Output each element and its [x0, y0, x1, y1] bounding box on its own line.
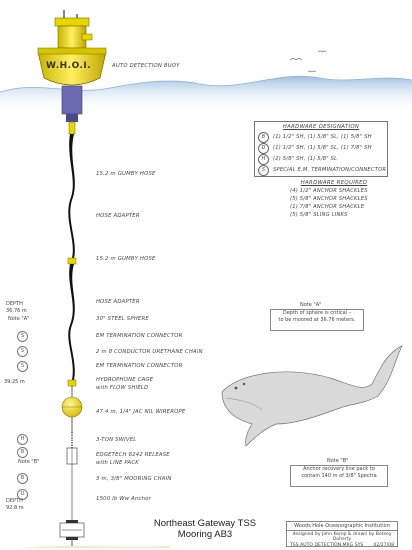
hardware-required-title: HARDWARE REQUIRED — [300, 180, 368, 186]
hardware-marker: D — [17, 489, 28, 500]
component-label: 2 m 8 CONDUCTOR URETHANE CHAIN — [96, 349, 203, 355]
buoy-caption: AUTO DETECTION BUOY — [112, 63, 180, 69]
component-label: 15.2 m GUMBY HOSE — [96, 256, 156, 262]
hardware-marker: B — [17, 473, 28, 484]
hardware-marker: B — [17, 447, 28, 458]
credit-ref: TSS AUTO DETECTION MRG SYS — [290, 543, 364, 548]
hardware-marker: S — [17, 331, 28, 342]
title-line2: Mooring AB3 — [177, 529, 233, 540]
required-row: (5) 5/8" SLING LINKS — [290, 212, 348, 218]
hardware-marker: S — [17, 346, 28, 357]
credit-date: 02/27/08 — [373, 543, 394, 548]
code-circle: S — [258, 165, 269, 176]
component-label: EM TERMINATION CONNECTOR — [96, 363, 183, 369]
component-label: 15.2 m GUMBY HOSE — [96, 171, 156, 177]
depth-value: 92.8 m — [6, 505, 24, 511]
designation-text: SPECIAL E.M. TERMINATION/CONNECTOR — [273, 167, 387, 173]
credit-designer: designed by John Kemp & drawn by Betsey … — [292, 532, 392, 542]
designation-row: B (1) 1/2" SH, (1) 5/8" SL, (1) 5/8" SH — [258, 132, 372, 143]
component-label: 47.4 m, 1/4" JAC NIL WIREROPE — [96, 409, 186, 415]
diagram-title: Northeast Gateway TSS Mooring AB3 — [140, 518, 270, 540]
gumby-hose — [67, 134, 77, 387]
designation-row: D (1) 1/2" SH, (1) 5/8" SL, (1) 7/8" SH — [258, 143, 372, 154]
component-label: 3 m, 3/8" MOORING CHAIN — [96, 476, 172, 482]
component-label: EM TERMINATION CONNECTOR — [96, 333, 183, 339]
credit-org: Woods Hole Oceanographic Institution — [287, 522, 397, 531]
note-b-line2: contain 140 m of 3/8" Spectra — [301, 473, 377, 479]
note-a-box: Depth of sphere is critical – to be moor… — [270, 309, 364, 331]
designation-text: (1) 1/2" SH, (1) 5/8" SL, (1) 7/8" SH — [273, 145, 372, 151]
depth-label: DEPTH — [6, 498, 23, 504]
component-label: 3-TON SWIVEL — [96, 437, 137, 443]
component-label: EDGETECH 8242 RELEASE — [96, 452, 170, 458]
anchor-and-seafloor — [20, 540, 170, 550]
designation-row: H (2) 5/8" SH, (1) 5/8" SL — [258, 154, 337, 165]
required-row: (1) 7/8" ANCHOR SHACKLE — [290, 204, 365, 210]
mooring-line — [66, 417, 78, 520]
title-line1: Northeast Gateway TSS — [153, 518, 257, 529]
detection-buoy — [37, 10, 107, 135]
acoustic-release — [59, 520, 85, 540]
component-label: 1500 lb Ww Anchor — [96, 496, 152, 502]
required-row: (4) 1/2" ANCHOR SHACKLES — [290, 188, 368, 194]
note-a-marker: Note "A" — [8, 316, 30, 322]
hardware-marker: H — [17, 434, 28, 445]
note-a-line2: to be moored at 36.76 meters. — [278, 317, 356, 323]
note-a-line1: Depth of sphere is critical – — [282, 310, 352, 316]
seagulls — [289, 50, 327, 73]
steel-sphere — [61, 386, 83, 418]
component-sublabel: with FLOW SHIELD — [96, 385, 149, 391]
required-row: (5) 5/8" ANCHOR SHACKLES — [290, 196, 368, 202]
buoy-label: W.H.O.I. — [46, 61, 92, 71]
depth-value: 39.25 m — [4, 379, 25, 385]
component-sublabel: with LINE PACK — [96, 460, 139, 466]
designation-text: (1) 1/2" SH, (1) 5/8" SL, (1) 5/8" SH — [273, 134, 372, 140]
right-whale — [221, 345, 403, 447]
code-circle: D — [258, 143, 269, 154]
designation-row: S SPECIAL E.M. TERMINATION/CONNECTOR — [258, 165, 386, 176]
designation-text: (2) 5/8" SH, (1) 5/8" SL — [273, 156, 338, 162]
component-label: HOSE ADAPTER — [96, 299, 140, 305]
hardware-designation-title: HARDWARE DESIGNATION — [282, 124, 360, 130]
credit-footer: TSS AUTO DETECTION MRG SYS 02/27/08 — [287, 543, 397, 548]
note-b-box: Anchor recovery line pack to contain 140… — [290, 465, 388, 487]
note-b-line1: Anchor recovery line pack to — [303, 466, 375, 472]
credit-block: Woods Hole Oceanographic Institution des… — [286, 521, 398, 548]
component-label: HYDROPHONE CAGE — [96, 377, 154, 383]
note-a-title: Note "A" — [300, 302, 322, 308]
hardware-designation-box: HARDWARE DESIGNATION B (1) 1/2" SH, (1) 5… — [254, 121, 388, 177]
note-b-title: Note "B" — [327, 458, 349, 464]
depth-label: DEPTH — [6, 301, 23, 307]
note-b-marker: Note "B" — [18, 459, 40, 465]
hardware-required-box: HARDWARE REQUIRED (4) 1/2" ANCHOR SHACKL… — [286, 180, 382, 223]
component-label: 30" STEEL SPHERE — [96, 316, 149, 322]
hardware-marker: S — [17, 361, 28, 372]
component-label: HOSE ADAPTER — [96, 213, 140, 219]
depth-value: 36.76 m — [6, 308, 27, 314]
code-circle: H — [258, 154, 269, 165]
code-circle: B — [258, 132, 269, 143]
